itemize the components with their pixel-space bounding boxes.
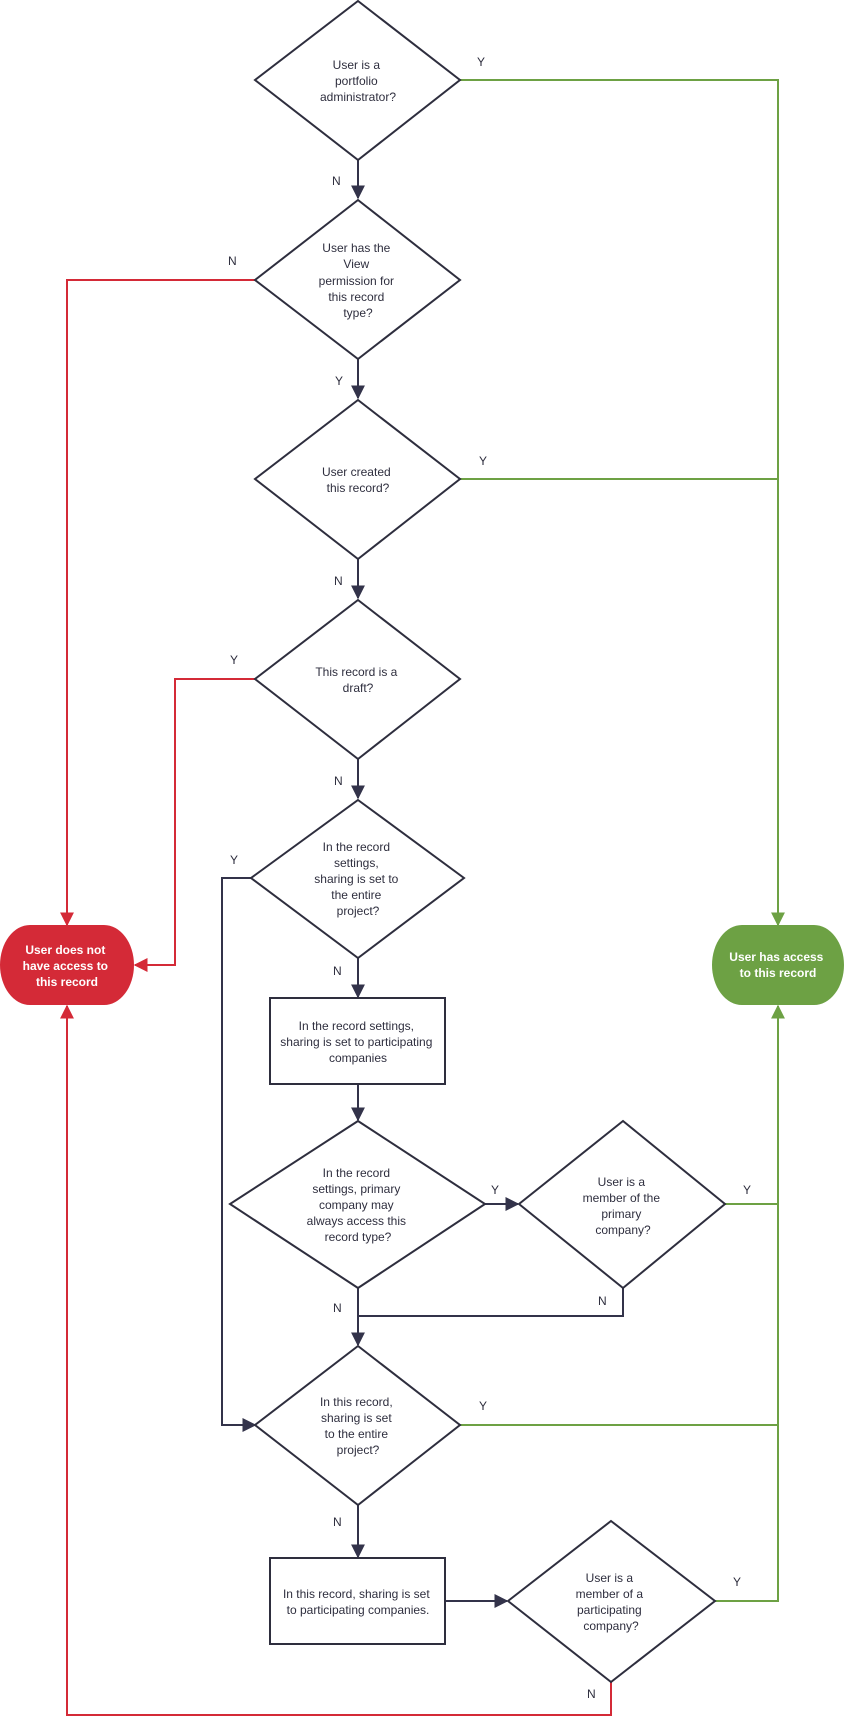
decision-record-entire-project-text: In this record, sharing is set to the en… <box>320 1395 396 1457</box>
edge-label-d7-yes: Y <box>743 1183 751 1197</box>
terminal-no-access <box>0 925 134 1005</box>
edge-label-d5-no: N <box>333 964 342 978</box>
edge-label-d7-no: N <box>598 1294 607 1308</box>
edge-label-d4-yes: Y <box>230 653 238 667</box>
edge-label-d6-no: N <box>333 1301 342 1315</box>
decision-record-entire-project <box>253 1344 462 1507</box>
terminal-no-access-text: User does not have access to this record <box>23 943 112 989</box>
edge-d9-yes <box>715 1004 785 1602</box>
process-record-participating-text: In this record, sharing is set to partic… <box>283 1587 433 1617</box>
edge-d7-no <box>358 1288 624 1317</box>
edge-label-d8-yes: Y <box>479 1399 487 1413</box>
decision-member-participating-text: User is a member of a participating comp… <box>576 1571 647 1633</box>
edge-d1-yes <box>460 79 785 927</box>
decision-member-primary <box>517 1119 727 1290</box>
edge-labels: Y N N Y Y N Y N Y N Y N Y N Y N Y N <box>228 55 751 1701</box>
process-record-participating <box>269 1557 446 1645</box>
edge-label-d9-yes: Y <box>733 1575 741 1589</box>
edge-d4-yes <box>133 678 255 972</box>
decision-draft-text: This record is a draft? <box>315 665 400 695</box>
edges <box>60 79 785 1716</box>
decision-view-permission <box>253 198 462 361</box>
decision-created-record <box>253 398 462 561</box>
edge-label-d1-yes: Y <box>477 55 485 69</box>
decision-settings-entire-project <box>249 798 466 960</box>
edge-label-d1-no: N <box>332 174 341 188</box>
decision-portfolio-admin <box>253 0 462 162</box>
decision-primary-company-access <box>228 1119 487 1290</box>
terminal-has-access <box>712 925 844 1005</box>
edge-label-d2-yes: Y <box>335 374 343 388</box>
decision-primary-company-access-text: In the record settings, primary company … <box>307 1166 410 1244</box>
process-settings-participating <box>269 997 446 1085</box>
decision-draft <box>253 598 462 761</box>
edge-label-d2-no: N <box>228 254 237 268</box>
edge-label-d8-no: N <box>333 1515 342 1529</box>
edge-label-d9-no: N <box>587 1687 596 1701</box>
decision-member-primary-text: User is a member of the primary company? <box>583 1175 664 1237</box>
edge-d9-no <box>60 1004 612 1716</box>
terminal-has-access-text: User has access to this record <box>729 950 826 980</box>
edge-label-d6-yes: Y <box>491 1183 499 1197</box>
decision-settings-entire-project-text: In the record settings, sharing is set t… <box>314 840 401 918</box>
decision-portfolio-admin-text: User is a portfolio administrator? <box>320 58 396 104</box>
edge-label-d5-yes: Y <box>230 853 238 867</box>
edge-label-d3-no: N <box>334 574 343 588</box>
edge-d2-no <box>60 279 255 927</box>
decision-created-record-text: User created this record? <box>322 465 394 495</box>
decision-view-permission-text: User has the View permission for this re… <box>319 241 398 320</box>
edge-label-d3-yes: Y <box>479 454 487 468</box>
decision-member-participating <box>506 1519 717 1684</box>
nodes: User is a portfolio administrator? User … <box>0 0 844 1684</box>
edge-d5-yes <box>221 877 257 1432</box>
process-settings-participating-text: In the record settings, sharing is set t… <box>280 1019 435 1065</box>
edge-label-d4-no: N <box>334 774 343 788</box>
